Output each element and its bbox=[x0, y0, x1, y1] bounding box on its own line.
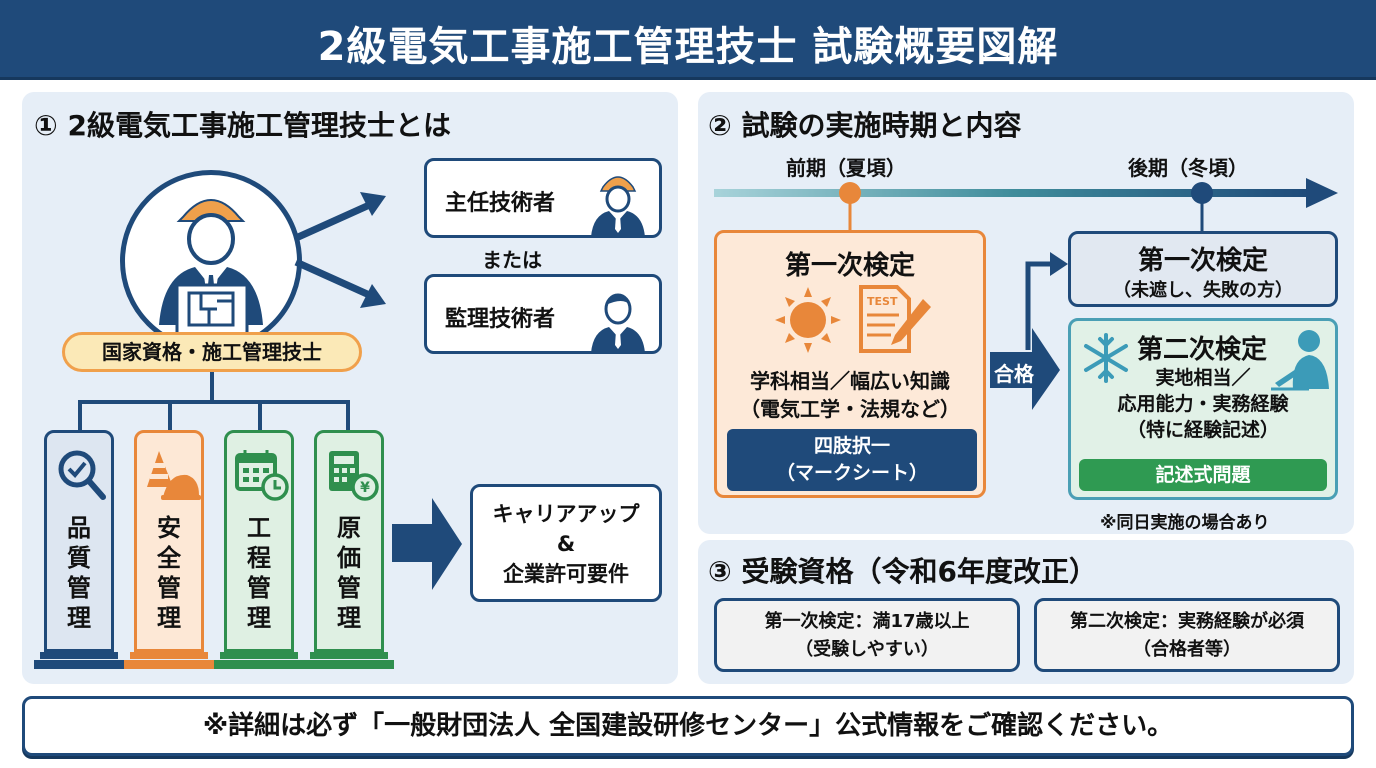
qualification-badge: 国家資格・施工管理技士 bbox=[62, 332, 362, 372]
pillar-char: 理 bbox=[247, 604, 271, 632]
big-right-arrow-icon bbox=[392, 498, 462, 590]
calendar-clock-icon bbox=[235, 450, 289, 501]
timeline bbox=[714, 178, 1338, 232]
pillar-base bbox=[130, 652, 208, 659]
pillar-cost-management: ¥ 原 価 管 理 bbox=[314, 430, 384, 652]
pillar-char: 理 bbox=[157, 604, 181, 632]
test-icon-text: TEST bbox=[867, 295, 898, 308]
pillar-base bbox=[34, 660, 124, 669]
eligibility-line: （合格者等） bbox=[1133, 639, 1241, 660]
person-writing-icon bbox=[1271, 330, 1329, 391]
magnifier-check-icon bbox=[58, 450, 106, 500]
format-line: 四肢択一 bbox=[813, 435, 890, 457]
timeline-late-label: 後期（冬頃） bbox=[1128, 156, 1248, 180]
page-title: 2級電気工事施工管理技士 試験概要図解 bbox=[317, 24, 1059, 70]
pillar-char: 理 bbox=[67, 604, 91, 632]
pass-arrow-icon bbox=[990, 328, 1060, 410]
arrow-to-chief-engineer bbox=[294, 198, 378, 242]
cone-helmet-icon bbox=[147, 451, 201, 500]
section2-title: ② 試験の実施時期と内容 bbox=[708, 109, 1022, 142]
card-desc: 学科相当／幅広い知識 bbox=[750, 369, 950, 393]
engineer-with-blueprint-icon bbox=[159, 199, 263, 337]
timeline-marker-late bbox=[1191, 182, 1213, 204]
pillar-char: 工 bbox=[247, 514, 271, 542]
card-desc: （電気工学・法規など） bbox=[740, 397, 960, 421]
format-line: （マークシート） bbox=[775, 462, 928, 484]
calculator-yen-icon: ¥ bbox=[329, 451, 379, 501]
timeline-marker-early bbox=[839, 182, 861, 204]
arrowhead-icon bbox=[1050, 252, 1068, 276]
role-chief-engineer: 主任技術者 bbox=[424, 158, 662, 238]
first-exam-late-card: 第一次検定 （未遮し、失敗の方） bbox=[1068, 231, 1338, 307]
first-exam-early-card: 第一次検定 TEST 学科相当／幅広い知識 （電気工学・法規など） 四肢択一 （… bbox=[714, 230, 986, 498]
pillar-base bbox=[40, 652, 118, 659]
pillar-char: 管 bbox=[157, 574, 181, 602]
section1-title: ① 2級電気工事施工管理技士とは bbox=[34, 109, 451, 142]
pillar-base bbox=[304, 660, 394, 669]
card-title: 第一次検定 bbox=[1137, 246, 1268, 276]
pillar-char: 程 bbox=[247, 544, 271, 572]
pillar-char: 原 bbox=[337, 514, 361, 542]
career-line: 企業許可要件 bbox=[503, 562, 629, 586]
tree-connector bbox=[78, 372, 350, 432]
arrowhead-icon bbox=[360, 192, 386, 216]
second-exam-card: 第二次検定 実地相当／ 応用能力・実務経験 （特に経験記述） 記述式問題 bbox=[1068, 318, 1338, 500]
card-title: 第一次検定 bbox=[784, 251, 915, 281]
card-desc: （特に経験記述） bbox=[1126, 419, 1279, 441]
format-multiple-choice-badge: 四肢択一 （マークシート） bbox=[727, 429, 977, 491]
eligibility-line: 第二次検定：実務経験が必須 bbox=[1070, 611, 1304, 632]
pillar-base bbox=[310, 652, 388, 659]
format-essay-badge: 記述式問題 bbox=[1079, 459, 1327, 491]
role-supervising-engineer: 監理技術者 bbox=[424, 274, 662, 354]
role-label: 監理技術者 bbox=[445, 307, 556, 332]
career-line: キャリアアップ bbox=[492, 502, 640, 526]
arrowhead-icon bbox=[360, 284, 386, 308]
test-paper-pencil-icon: TEST bbox=[859, 285, 931, 353]
pillar-char: 質 bbox=[67, 544, 91, 572]
pillar-char: 管 bbox=[337, 574, 361, 602]
section3-title: ③ 受験資格（令和6年度改正） bbox=[708, 555, 1097, 588]
timeline-arrowhead-icon bbox=[1306, 178, 1338, 208]
career-benefit-box: キャリアアップ & 企業許可要件 bbox=[470, 484, 662, 602]
snowflake-icon bbox=[1084, 333, 1128, 383]
pillar-char: 全 bbox=[157, 544, 181, 572]
timeline-bar bbox=[714, 189, 1314, 197]
or-label: または bbox=[482, 248, 542, 272]
card-title: 第二次検定 bbox=[1137, 335, 1268, 365]
pillar-char: 品 bbox=[67, 514, 91, 542]
footer-notice: ※詳細は必ず「一般財団法人 全国建設研修センター」公式情報をご確認ください。 bbox=[22, 696, 1354, 756]
pillar-base bbox=[220, 652, 298, 659]
businessman-icon bbox=[591, 293, 645, 353]
pillar-quality-management: 品 質 管 理 bbox=[44, 430, 114, 652]
svg-text:¥: ¥ bbox=[360, 480, 370, 496]
sun-icon bbox=[775, 287, 841, 353]
pillar-char: 管 bbox=[247, 574, 271, 602]
helmet-worker-icon bbox=[591, 176, 645, 237]
pillar-safety-management: 安 全 管 理 bbox=[134, 430, 204, 652]
same-day-note: ※同日実施の場合あり bbox=[1100, 513, 1270, 533]
career-line: & bbox=[556, 532, 576, 556]
eligibility-second-exam: 第二次検定：実務経験が必須 （合格者等） bbox=[1034, 598, 1340, 672]
pillar-base bbox=[214, 660, 304, 669]
pillar-char: 安 bbox=[157, 514, 181, 542]
card-desc: 応用能力・実務経験 bbox=[1117, 393, 1289, 415]
engineer-avatar bbox=[120, 170, 302, 352]
pillar-char: 価 bbox=[337, 544, 361, 572]
header-banner: 2級電気工事施工管理技士 試験概要図解 bbox=[0, 0, 1376, 80]
pillar-char: 管 bbox=[67, 574, 91, 602]
timeline-early-label: 前期（夏頃） bbox=[786, 156, 906, 180]
card-sub: （未遮し、失敗の方） bbox=[1113, 280, 1293, 301]
eligibility-first-exam: 第一次検定：満17歳以上 （受験しやすい） bbox=[714, 598, 1020, 672]
arrow-to-supervising-engineer bbox=[294, 258, 378, 302]
pass-flow-arrows bbox=[990, 252, 1068, 410]
card-desc: 実地相当／ bbox=[1155, 367, 1251, 389]
pillar-char: 理 bbox=[337, 604, 361, 632]
pillar-base bbox=[124, 660, 214, 669]
role-arrows bbox=[294, 192, 386, 308]
role-label: 主任技術者 bbox=[445, 191, 556, 216]
pass-label: 合格 bbox=[994, 362, 1034, 386]
eligibility-line: 第一次検定：満17歳以上 bbox=[764, 611, 970, 632]
eligibility-line: （受験しやすい） bbox=[795, 639, 939, 660]
pillar-schedule-management: 工 程 管 理 bbox=[224, 430, 294, 652]
